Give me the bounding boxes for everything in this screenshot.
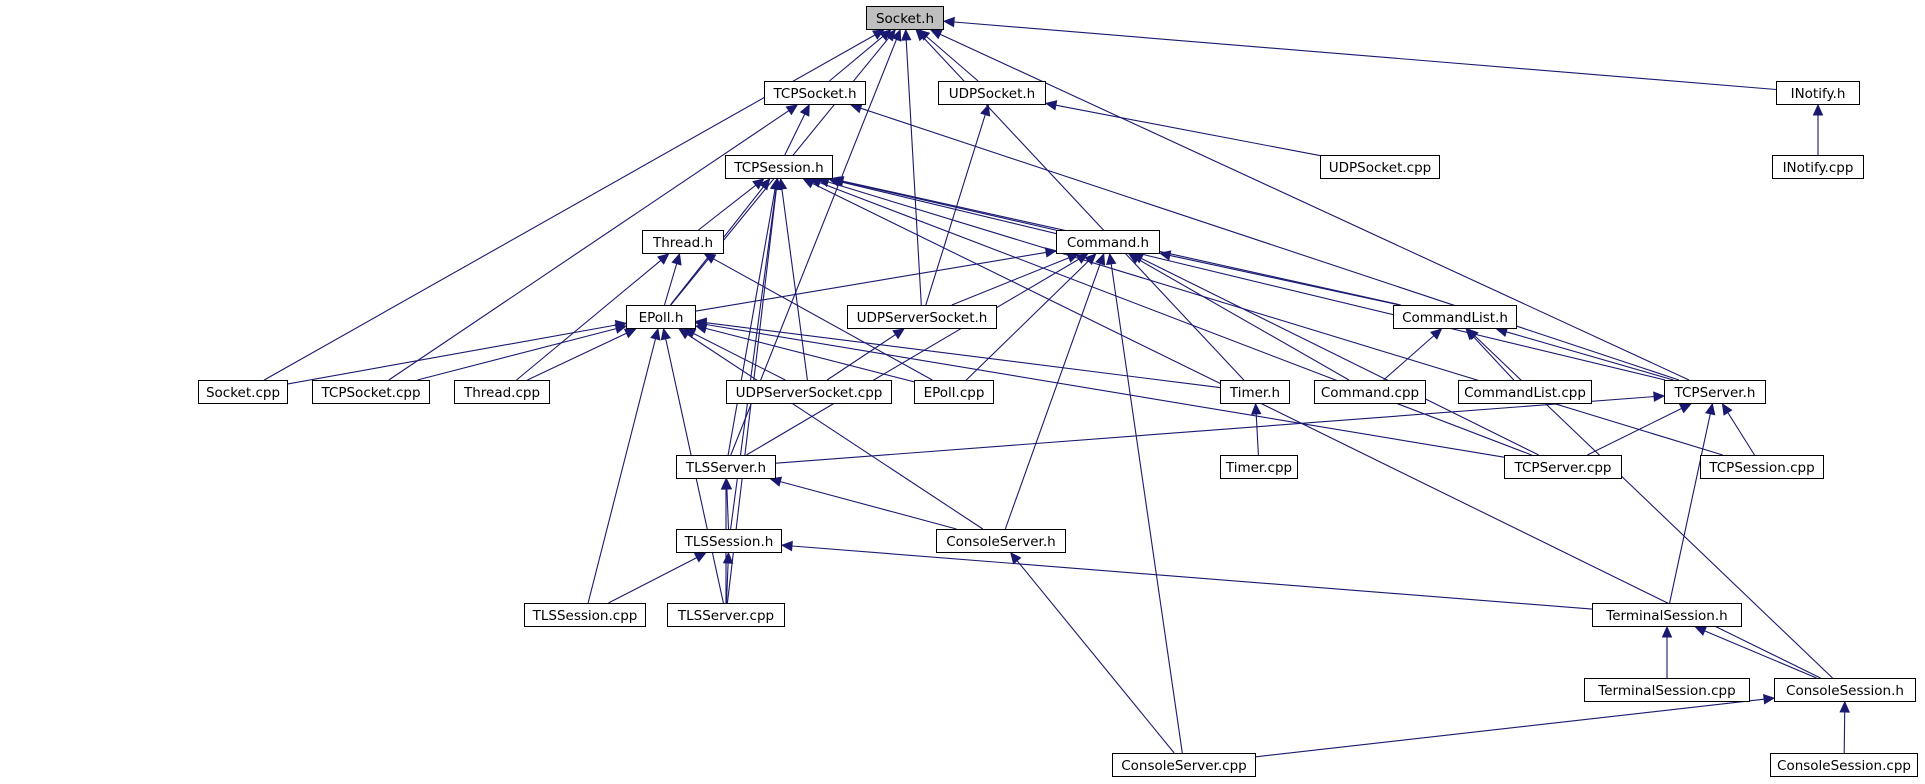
- edge-inotify_cpp-to-inotify_h: [1812, 103, 1824, 155]
- edge-commandlist_h-to-command_h: [1158, 250, 1400, 306]
- node-tcpsocket-cpp[interactable]: TCPSocket.cpp: [312, 380, 430, 404]
- edge-consolesession_cpp-to-consolesession_h: [1839, 700, 1850, 754]
- edge-epoll_cpp-to-thread_h: [703, 253, 933, 381]
- edge-inotify_h-to-socket_h: [942, 16, 1777, 91]
- edge-consoleserver_h-to-tlsserver_h: [769, 476, 957, 530]
- node-tcpsession-h[interactable]: TCPSession.h: [725, 155, 833, 179]
- edge-tcpserver_cpp-to-command_h: [1131, 253, 1539, 456]
- node-thread-cpp[interactable]: Thread.cpp: [454, 380, 550, 404]
- node-socket-h: Socket.h: [866, 6, 944, 30]
- edge-consoleserver_cpp-to-consolesession_h: [1255, 693, 1776, 758]
- node-consoleserver-h[interactable]: ConsoleServer.h: [936, 529, 1066, 553]
- node-udpsocket-h[interactable]: UDPSocket.h: [938, 81, 1046, 105]
- edge-consolesession_h-to-tcpsession_h: [802, 178, 1821, 679]
- node-udpserversocket-h[interactable]: UDPServerSocket.h: [847, 305, 997, 329]
- edge-udpserversocket_cpp-to-udpserversocket_h: [826, 328, 905, 381]
- edge-tlsserver_cpp-to-tlssession_h: [722, 551, 734, 604]
- edge-terminalsession_h-to-tcpserver_h: [1669, 402, 1716, 604]
- node-tlssession-cpp[interactable]: TLSSession.cpp: [524, 603, 646, 627]
- edge-consolesession_h-to-terminalsession_h: [1694, 626, 1817, 679]
- edge-tcpserver_h-to-commandlist_h: [1495, 326, 1674, 381]
- node-commandlist-cpp[interactable]: CommandList.cpp: [1458, 380, 1592, 404]
- edge-consoleserver_cpp-to-command_h: [1106, 252, 1183, 754]
- edge-tcpsession_cpp-to-tcpserver_h: [1721, 402, 1755, 456]
- node-commandlist-h[interactable]: CommandList.h: [1393, 305, 1517, 329]
- edge-udpserversocket_cpp-to-tcpsession_h: [776, 177, 808, 381]
- node-epoll-cpp[interactable]: EPoll.cpp: [914, 380, 994, 404]
- node-consolesession-h[interactable]: ConsoleSession.h: [1774, 678, 1916, 702]
- edge-thread_cpp-to-thread_h: [516, 253, 670, 381]
- node-tlssession-h[interactable]: TLSSession.h: [676, 529, 782, 553]
- node-inotify-h[interactable]: INotify.h: [1776, 81, 1860, 105]
- edge-thread_cpp-to-epoll_h: [527, 328, 637, 381]
- node-tcpsocket-h[interactable]: TCPSocket.h: [764, 81, 866, 105]
- edge-tlssession_cpp-to-epoll_h: [587, 327, 661, 604]
- node-timer-cpp[interactable]: Timer.cpp: [1220, 455, 1298, 479]
- edge-tcpserver_h-to-socket_h: [929, 29, 1690, 381]
- node-timer-h[interactable]: Timer.h: [1220, 380, 1290, 404]
- node-tlsserver-h[interactable]: TLSServer.h: [676, 455, 776, 479]
- edge-udpserversocket_h-to-command_h: [951, 253, 1080, 306]
- edge-epoll_cpp-to-command_h: [965, 253, 1097, 381]
- edge-tcpsession_h-to-tcpsocket_h: [784, 103, 810, 156]
- edge-command_cpp-to-commandlist_h: [1383, 328, 1443, 381]
- node-terminalsession-cpp[interactable]: TerminalSession.cpp: [1584, 678, 1750, 702]
- node-terminalsession-h[interactable]: TerminalSession.h: [1592, 603, 1742, 627]
- edge-thread_h-to-tcpsession_h: [698, 178, 765, 231]
- node-tcpserver-cpp[interactable]: TCPServer.cpp: [1504, 455, 1622, 479]
- edge-tcpserver_h-to-tcpsession_h: [827, 176, 1666, 381]
- edge-udpserversocket_cpp-to-epoll_h: [683, 328, 786, 381]
- node-epoll-h[interactable]: EPoll.h: [626, 305, 696, 329]
- edge-tcpserver_cpp-to-tcpserver_h: [1587, 403, 1692, 456]
- edge-tlssession_cpp-to-tlssession_h: [608, 552, 707, 604]
- node-command-cpp[interactable]: Command.cpp: [1314, 380, 1426, 404]
- edge-tcpsocket_cpp-to-tcpsocket_h: [388, 104, 799, 381]
- edge-udpsocket_cpp-to-udpsocket_h: [1044, 100, 1321, 157]
- edge-tlsserver_h-to-tcpserver_h: [775, 391, 1666, 464]
- edge-socket_cpp-to-epoll_h: [287, 319, 628, 385]
- node-socket-cpp[interactable]: Socket.cpp: [198, 380, 288, 404]
- edge-tcpsocket_cpp-to-epoll_h: [417, 323, 628, 381]
- node-tcpsession-cpp[interactable]: TCPSession.cpp: [1700, 455, 1824, 479]
- edge-terminalsession_cpp-to-terminalsession_h: [1661, 625, 1673, 678]
- node-command-h[interactable]: Command.h: [1056, 230, 1160, 254]
- edge-terminalsession_h-to-tlssession_h: [780, 540, 1593, 610]
- edge-epoll_h-to-thread_h: [663, 252, 682, 306]
- edge-udpserversocket_h-to-socket_h: [901, 28, 922, 306]
- node-udpsocket-cpp[interactable]: UDPSocket.cpp: [1320, 155, 1440, 179]
- edge-epoll_cpp-to-epoll_h: [694, 323, 915, 383]
- node-thread-h[interactable]: Thread.h: [642, 230, 724, 254]
- edge-command_cpp-to-command_h: [1127, 253, 1350, 381]
- edge-consoleserver_h-to-epoll_h: [678, 328, 984, 530]
- node-udpserversocket-cpp[interactable]: UDPServerSocket.cpp: [726, 380, 892, 404]
- edge-tcpsession_cpp-to-tcpsession_h: [817, 177, 1723, 456]
- node-inotify-cpp[interactable]: INotify.cpp: [1772, 155, 1864, 179]
- edge-timer_cpp-to-timer_h: [1250, 402, 1262, 456]
- node-consolesession-cpp[interactable]: ConsoleSession.cpp: [1770, 753, 1918, 777]
- edge-epoll_h-to-command_h: [695, 247, 1058, 312]
- edge-tcpserver_cpp-to-epoll_h: [694, 319, 1505, 458]
- edge-consoleserver_h-to-command_h: [1004, 252, 1106, 530]
- node-consoleserver-cpp[interactable]: ConsoleServer.cpp: [1112, 753, 1256, 777]
- edge-tlsserver_h-to-command_h: [746, 253, 1089, 456]
- node-tcpserver-h[interactable]: TCPServer.h: [1664, 380, 1766, 404]
- node-tlsserver-cpp[interactable]: TLSServer.cpp: [667, 603, 785, 627]
- edge-consoleserver_cpp-to-consoleserver_h: [1010, 552, 1175, 754]
